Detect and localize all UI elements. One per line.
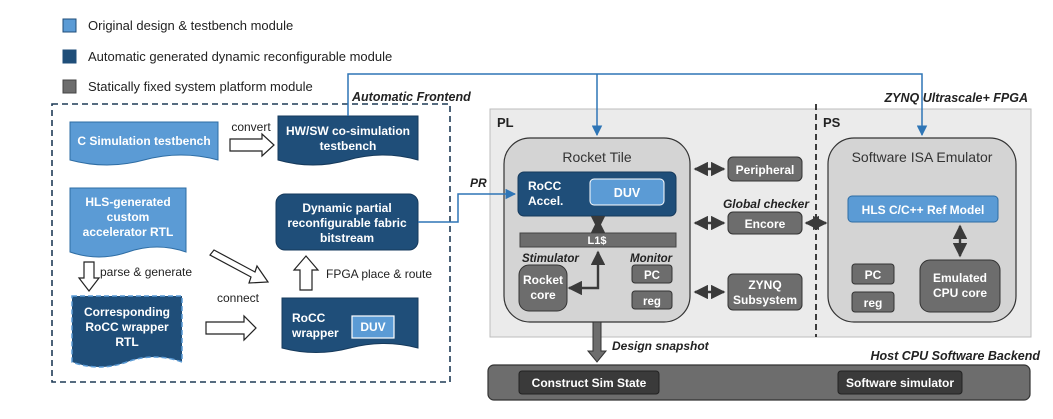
software-simulator-block xyxy=(837,370,963,395)
rocc-wrapper-block xyxy=(281,297,419,353)
hls-rtl-line1: HLS-generated xyxy=(85,195,170,209)
ps-pc-block xyxy=(851,263,895,285)
pr-bitstream-line2: reconfigurable fabric xyxy=(287,216,407,230)
zynq-fpga-region: ZYNQ Ultrascale+ FPGA PL PS Rocket Tile … xyxy=(489,91,1032,338)
wrapper-duv-block xyxy=(351,315,395,339)
zynq-subsystem-block xyxy=(727,273,803,311)
rocc-accel-line2: Accel. xyxy=(528,194,563,208)
emulated-cpu-line1: Emulated xyxy=(933,271,987,285)
backend-title: Host CPU Software Backend xyxy=(871,349,1041,363)
hwsw-cosim-testbench-block xyxy=(277,115,419,166)
tile-duv-block xyxy=(589,178,665,206)
parse-generate-label: parse & generate xyxy=(100,265,192,279)
hls-rtl-block xyxy=(69,187,187,258)
construct-sim-state-block xyxy=(518,370,660,395)
pr-bitstream-line3: bitstream xyxy=(320,231,374,245)
legend-label-original: Original design & testbench module xyxy=(88,18,293,33)
testbench-to-emulator-line xyxy=(347,73,928,137)
fpga-title: ZYNQ Ultrascale+ FPGA xyxy=(884,91,1028,105)
wrapper-right-arrow xyxy=(205,314,257,342)
pr-bitstream-line1: Dynamic partial xyxy=(302,201,391,215)
tile-reg-block xyxy=(631,290,673,310)
legend-swatch-original xyxy=(62,18,77,33)
hwsw-cosim-line2: testbench xyxy=(320,139,377,153)
connect-diagonal-arrow xyxy=(209,249,270,284)
rocc-wrapper-line1: RoCC xyxy=(292,311,326,325)
ps-pc-label: PC xyxy=(865,268,882,282)
rocc-wrapper-line2: wrapper xyxy=(291,326,339,340)
hls-ref-model-block xyxy=(847,195,999,223)
design-snapshot-label: Design snapshot xyxy=(612,339,710,353)
c-sim-testbench-block xyxy=(69,121,219,166)
stimulator-label: Stimulator xyxy=(522,253,579,265)
encore-block xyxy=(727,211,803,235)
connect-label: connect xyxy=(217,291,260,305)
tile-pc-label: PC xyxy=(644,270,660,282)
legend: Original design & testbench module Autom… xyxy=(62,18,392,94)
wrapper-duv-label: DUV xyxy=(360,320,385,334)
tile-pc-block xyxy=(631,264,673,284)
wrapper-rtl-block xyxy=(71,295,183,368)
legend-swatch-dynamic xyxy=(62,49,77,64)
peripheral-label: Peripheral xyxy=(736,163,795,177)
convert-arrow xyxy=(229,132,275,158)
pr-to-rocc-line xyxy=(418,188,517,223)
ps-label: PS xyxy=(823,115,841,130)
rocket-core-line2: core xyxy=(530,288,556,302)
wrapper-rtl-line1: Corresponding xyxy=(84,305,170,319)
hls-rtl-line2: custom xyxy=(107,210,150,224)
l1-cache-label: L1$ xyxy=(588,235,607,247)
rocket-core-block xyxy=(518,264,568,312)
rocc-accel-line1: RoCC xyxy=(528,179,562,193)
convert-label: convert xyxy=(231,120,271,134)
legend-label-dynamic: Automatic generated dynamic reconfigurab… xyxy=(88,49,392,64)
core-l1-link xyxy=(567,250,606,296)
fpga-place-route-arrow xyxy=(292,255,320,291)
hls-rtl-line3: accelerator RTL xyxy=(83,225,174,239)
monitor-label: Monitor xyxy=(630,253,673,265)
pr-label: PR xyxy=(470,176,487,190)
sw-isa-emulator-label: Software ISA Emulator xyxy=(852,149,993,165)
software-simulator-label: Software simulator xyxy=(846,376,954,390)
parse-generate-arrow xyxy=(77,261,101,292)
legend-label-static: Statically fixed system platform module xyxy=(88,79,313,94)
zynq-subsystem-line1: ZYNQ xyxy=(748,278,781,292)
blue-connections: PR xyxy=(347,73,928,223)
l1-cache-block xyxy=(519,232,677,248)
legend-swatch-static xyxy=(62,79,77,94)
hls-ref-model-label: HLS C/C++ Ref Model xyxy=(862,203,985,217)
pl-label: PL xyxy=(497,115,514,130)
ps-reg-block xyxy=(851,291,895,313)
encore-label: Encore xyxy=(745,217,786,231)
construct-sim-state-label: Construct Sim State xyxy=(532,376,647,390)
peripheral-block xyxy=(727,156,803,182)
rocket-core-line1: Rocket xyxy=(523,273,563,287)
fpga-place-route-label: FPGA place & route xyxy=(326,267,432,281)
design-snapshot-arrow xyxy=(586,321,608,363)
tile-reg-label: reg xyxy=(643,296,661,308)
wrapper-rtl-line3: RTL xyxy=(115,335,138,349)
ps-reg-label: reg xyxy=(864,296,883,310)
host-backend-region: Host CPU Software Backend Construct Sim … xyxy=(487,321,1041,401)
rocket-tile-label: Rocket Tile xyxy=(562,149,631,165)
tile-duv-label: DUV xyxy=(614,186,641,200)
zynq-subsystem-line2: Subsystem xyxy=(733,293,797,307)
global-checker-label: Global checker xyxy=(723,197,810,211)
wrapper-rtl-line2: RoCC wrapper xyxy=(85,320,169,334)
frontend-title: Automatic Frontend xyxy=(351,90,471,104)
automatic-frontend-region: Automatic Frontend C Simulation testbenc… xyxy=(51,90,471,383)
hwsw-cosim-line1: HW/SW co-simulation xyxy=(286,124,410,138)
emulated-cpu-line2: CPU core xyxy=(933,286,987,300)
emulated-cpu-core-block xyxy=(919,259,1001,313)
c-sim-testbench-label: C Simulation testbench xyxy=(77,134,210,148)
